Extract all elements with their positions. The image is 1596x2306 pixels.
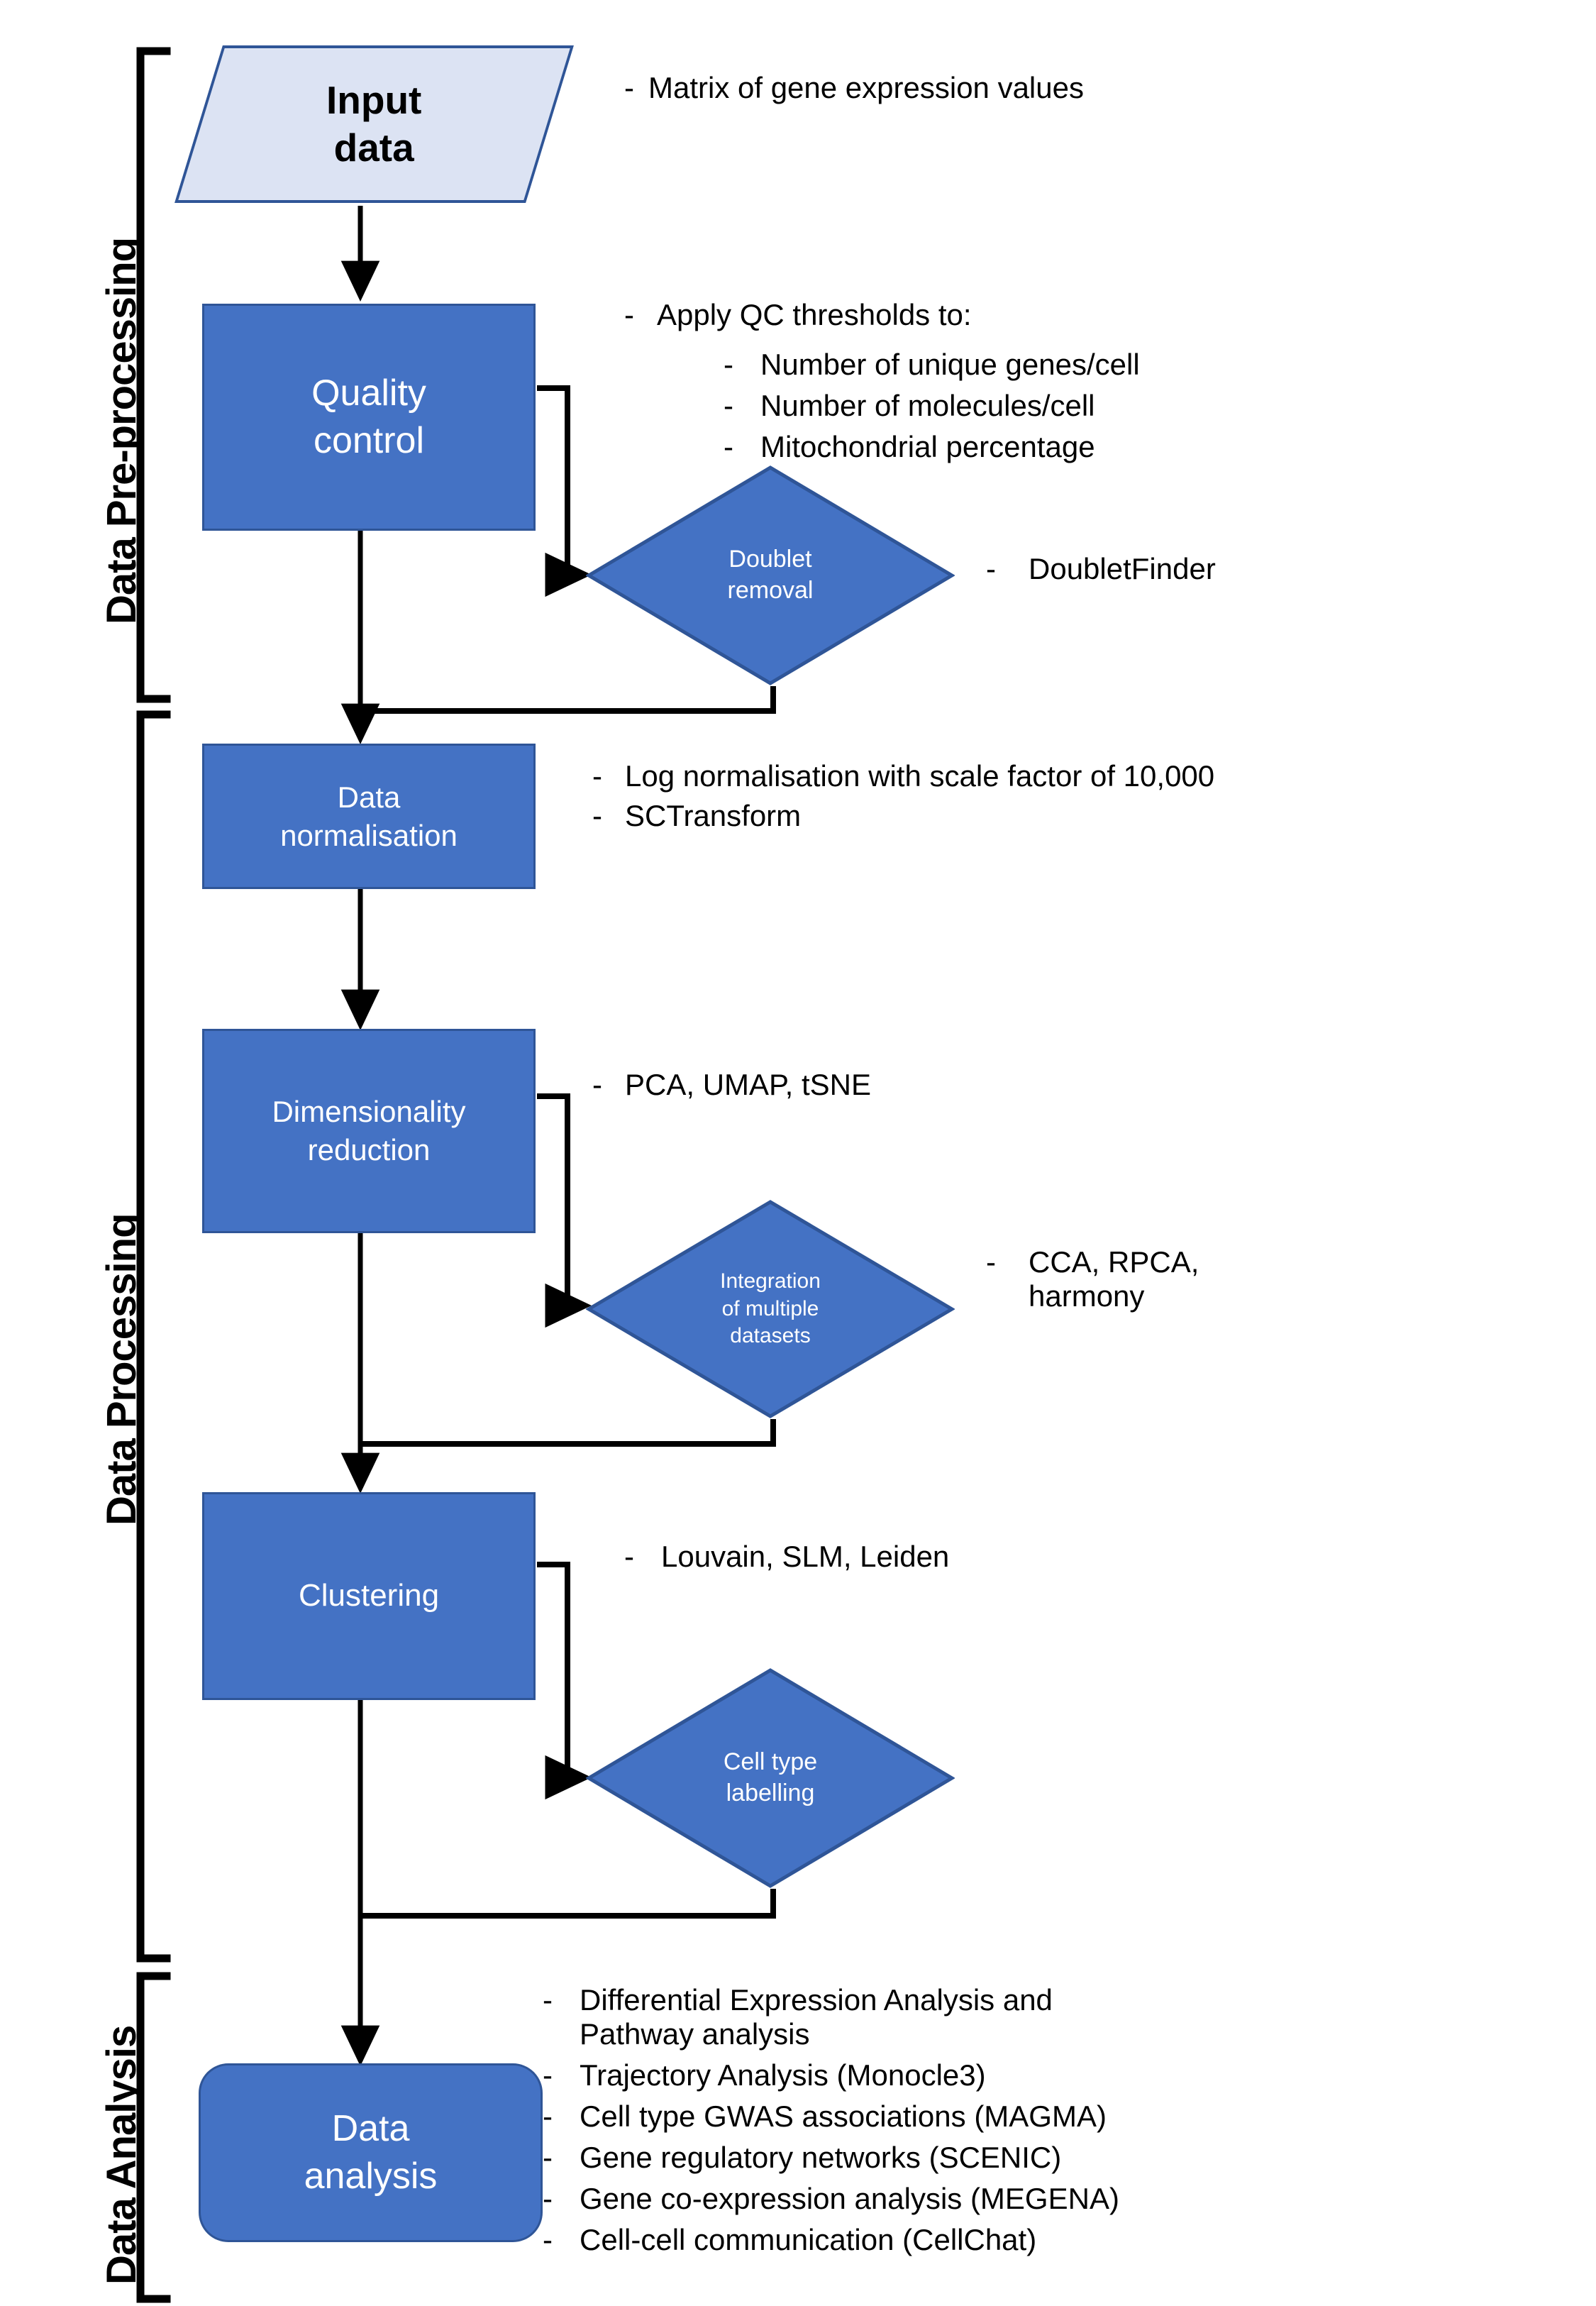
bracket-processing xyxy=(136,710,171,1963)
bullet-dash: - xyxy=(724,348,733,381)
annotation-text: DoubletFinder xyxy=(1029,552,1216,585)
bullet-dash: - xyxy=(592,759,602,793)
node-data-normalisation-line2: normalisation xyxy=(280,818,458,852)
annotation-clustering: - Louvain, SLM, Leiden xyxy=(624,1540,1263,1574)
annotation-text: Matrix of gene expression values xyxy=(648,71,1084,104)
bullet-dash: - xyxy=(624,1540,634,1573)
annotation-data-analysis: - Differential Expression Analysis and P… xyxy=(543,1983,1429,2257)
bullet-dash: - xyxy=(592,1068,602,1101)
bullet-dash: - xyxy=(543,2223,553,2256)
edge-integration-rejoin xyxy=(360,1419,776,1447)
bullet-dash: - xyxy=(543,2182,553,2215)
bullet-dash: - xyxy=(724,389,733,422)
node-data-analysis-line2: analysis xyxy=(304,2156,438,2197)
node-input-data[interactable]: Input data xyxy=(174,45,574,203)
annotation-text: Gene regulatory networks (SCENIC) xyxy=(580,2141,1062,2174)
annotation-text: Mitochondrial percentage xyxy=(760,430,1095,463)
node-clustering[interactable]: Clustering xyxy=(202,1492,536,1700)
node-quality-control-line1: Quality xyxy=(311,373,426,414)
node-data-normalisation-line1: Data xyxy=(337,780,401,814)
annotation-text: Cell-cell communication (CellChat) xyxy=(580,2223,1037,2256)
bullet-dash: - xyxy=(592,799,602,832)
bullet-dash: - xyxy=(543,2058,553,2092)
annotation-text: Number of molecules/cell xyxy=(760,389,1095,422)
annotation-text: PCA, UMAP, tSNE xyxy=(625,1068,871,1101)
edge-celltype-rejoin xyxy=(360,1889,776,1919)
annotation-text: CCA, RPCA, harmony xyxy=(1029,1245,1199,1313)
stage-label-analysis: Data Analysis xyxy=(99,2025,145,2285)
bullet-dash: - xyxy=(624,71,634,104)
annotation-input-data: - Matrix of gene expression values xyxy=(624,71,1475,109)
annotation-integration: - CCA, RPCA, harmony xyxy=(986,1245,1525,1313)
node-dimensionality-reduction-line1: Dimensionality xyxy=(272,1095,466,1129)
annotation-dimensionality-reduction: - PCA, UMAP, tSNE xyxy=(592,1068,1231,1102)
annotation-text: Apply QC thresholds to: xyxy=(657,298,972,331)
node-data-normalisation[interactable]: Data normalisation xyxy=(202,744,536,889)
annotation-quality-control: - Apply QC thresholds to: xyxy=(624,298,1511,339)
node-input-data-line2: data xyxy=(333,126,415,170)
node-quality-control-line2: control xyxy=(313,420,425,461)
node-cell-type-labelling[interactable]: Cell type labelling xyxy=(586,1667,955,1889)
bracket-pre-processing xyxy=(136,47,171,703)
annotation-quality-control-sublist: - Number of unique genes/cell - Number o… xyxy=(724,348,1539,464)
cell-type-labelling-shape xyxy=(586,1668,955,1888)
annotation-text: Cell type GWAS associations (MAGMA) xyxy=(580,2100,1107,2133)
node-clustering-line1: Clustering xyxy=(298,1578,440,1613)
annotation-data-normalisation: - Log normalisation with scale factor of… xyxy=(592,759,1252,833)
doublet-removal-shape xyxy=(586,465,955,685)
bullet-dash: - xyxy=(543,2141,553,2174)
edge-dimred-to-integration xyxy=(537,1093,592,1328)
annotation-text: Gene co-expression analysis (MEGENA) xyxy=(580,2182,1119,2215)
annotation-text: Trajectory Analysis (Monocle3) xyxy=(580,2058,986,2092)
annotation-text: Louvain, SLM, Leiden xyxy=(661,1540,950,1573)
bracket-analysis xyxy=(136,1972,171,2303)
bullet-dash: - xyxy=(724,430,733,463)
edge-clustering-to-celltype xyxy=(537,1562,592,1800)
bullet-dash: - xyxy=(986,552,996,585)
annotation-text: SCTransform xyxy=(625,799,802,832)
bullet-dash: - xyxy=(624,298,634,331)
edge-doublet-rejoin xyxy=(360,686,776,714)
node-quality-control[interactable]: Quality control xyxy=(202,304,536,531)
node-dimensionality-reduction-line2: reduction xyxy=(307,1133,431,1166)
annotation-doublet-removal: - DoubletFinder xyxy=(986,552,1553,586)
bullet-dash: - xyxy=(543,2100,553,2133)
node-integration-of-multiple-datasets[interactable]: Integration of multiple datasets xyxy=(586,1199,955,1419)
integration-shape xyxy=(586,1200,955,1418)
bullet-dash: - xyxy=(986,1245,996,1279)
node-doublet-removal[interactable]: Doublet removal xyxy=(586,465,955,686)
annotation-text: Differential Expression Analysis and Pat… xyxy=(580,1983,1053,2051)
edge-qc-to-doublet xyxy=(537,385,592,597)
stage-label-pre-processing: Data Pre-processing xyxy=(99,237,145,624)
annotation-text: Number of unique genes/cell xyxy=(760,348,1140,381)
stage-label-processing: Data Processing xyxy=(99,1213,145,1526)
node-data-analysis[interactable]: Data analysis xyxy=(199,2063,543,2242)
node-data-analysis-line1: Data xyxy=(331,2108,410,2150)
annotation-text: Log normalisation with scale factor of 1… xyxy=(625,759,1215,793)
node-input-data-line1: Input xyxy=(326,77,422,122)
bullet-dash: - xyxy=(543,1983,553,2017)
node-dimensionality-reduction[interactable]: Dimensionality reduction xyxy=(202,1029,536,1233)
